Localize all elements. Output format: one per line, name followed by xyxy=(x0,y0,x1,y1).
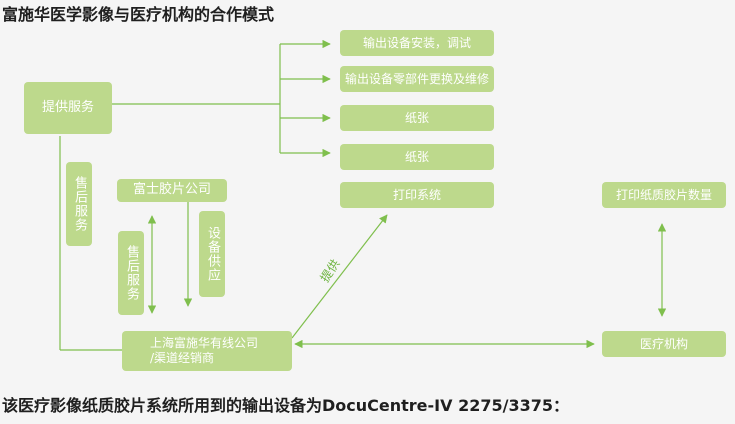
print-count-node: 打印纸质胶片数量 xyxy=(602,182,726,208)
after-sales-left-node: 售后服务 xyxy=(66,162,92,246)
equipment-supply-node: 设备供应 xyxy=(199,211,225,297)
provide-service-node: 提供服务 xyxy=(24,82,112,134)
print-system-node: 打印系统 xyxy=(340,182,494,208)
footer-text: 该医疗影像纸质胶片系统所用到的输出设备为DocuCentre-IV 2275/3… xyxy=(2,396,569,415)
after-sales-mid-label: 售后服务 xyxy=(124,245,139,301)
equipment-supply-label: 设备供应 xyxy=(205,226,220,282)
medical-node: 医疗机构 xyxy=(602,331,726,357)
arrow-provide-print xyxy=(291,214,388,339)
output-parts-node: 输出设备零部件更换及维修 xyxy=(340,66,494,92)
shanghai-line1: 上海富施华有线公司 xyxy=(150,336,259,350)
output-install-node: 输出设备安装，调试 xyxy=(340,30,494,56)
paper-node-2: 纸张 xyxy=(340,144,494,170)
paper-node-1: 纸张 xyxy=(340,105,494,131)
page-title: 富施华医学影像与医疗机构的合作模式 xyxy=(2,5,275,24)
fuji-node: 富士胶片公司 xyxy=(117,179,227,202)
after-sales-mid-node: 售后服务 xyxy=(118,231,144,315)
shanghai-line2: /渠道经销商 xyxy=(150,351,215,365)
shanghai-node: 上海富施华有线公司 /渠道经销商 xyxy=(122,331,292,371)
after-sales-left-label: 售后服务 xyxy=(72,176,87,232)
